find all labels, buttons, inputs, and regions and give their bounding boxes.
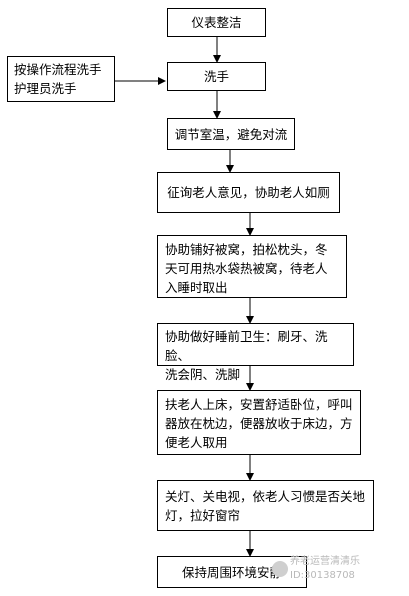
side-note-box: 按操作流程洗手 护理员洗手 [7, 56, 115, 102]
step-8-label: 关灯、关电视，依老人习惯是否关地 灯，拉好窗帘 [165, 489, 366, 523]
step-3-box: 调节室温，避免对流 [167, 118, 295, 150]
step-6-label: 协助做好睡前卫生：刷牙、洗脸、 洗会阴、洗脚 [165, 329, 328, 382]
watermark-logo-icon [272, 561, 288, 577]
step-1-label: 仪表整洁 [191, 15, 242, 30]
step-3-label: 调节室温，避免对流 [174, 126, 288, 142]
step-5-label: 协助铺好被窝，拍松枕头，冬 天可用热水袋热被窝，待老人 入睡时取出 [165, 242, 328, 295]
step-1-box: 仪表整洁 [167, 8, 266, 37]
step-7-box: 扶老人上床，安置舒适卧位，呼叫 器放在枕边，便器放收于床边，方 便老人取用 [157, 390, 361, 455]
step-8-box: 关灯、关电视，依老人习惯是否关地 灯，拉好窗帘 [157, 480, 374, 531]
step-2-label: 洗手 [203, 69, 229, 84]
watermark-line-2: ID:30138708 [290, 570, 355, 581]
step-5-box: 协助铺好被窝，拍松枕头，冬 天可用热水袋热被窝，待老人 入睡时取出 [157, 235, 347, 298]
side-note-label: 按操作流程洗手 护理员洗手 [14, 62, 102, 96]
step-7-label: 扶老人上床，安置舒适卧位，呼叫 器放在枕边，便器放收于床边，方 便老人取用 [165, 397, 353, 450]
step-6-box: 协助做好睡前卫生：刷牙、洗脸、 洗会阴、洗脚 [157, 323, 354, 382]
watermark: 养老运营清清乐 ID:30138708 [290, 555, 405, 583]
step-4-box: 征询老人意见，协助老人如厕 [157, 172, 340, 213]
step-2-box: 洗手 [167, 62, 266, 91]
watermark-line-1: 养老运营清清乐 [290, 556, 360, 567]
step-9-label: 保持周围环境安静 [181, 564, 282, 580]
step-4-label: 征询老人意见，协助老人如厕 [167, 185, 330, 200]
